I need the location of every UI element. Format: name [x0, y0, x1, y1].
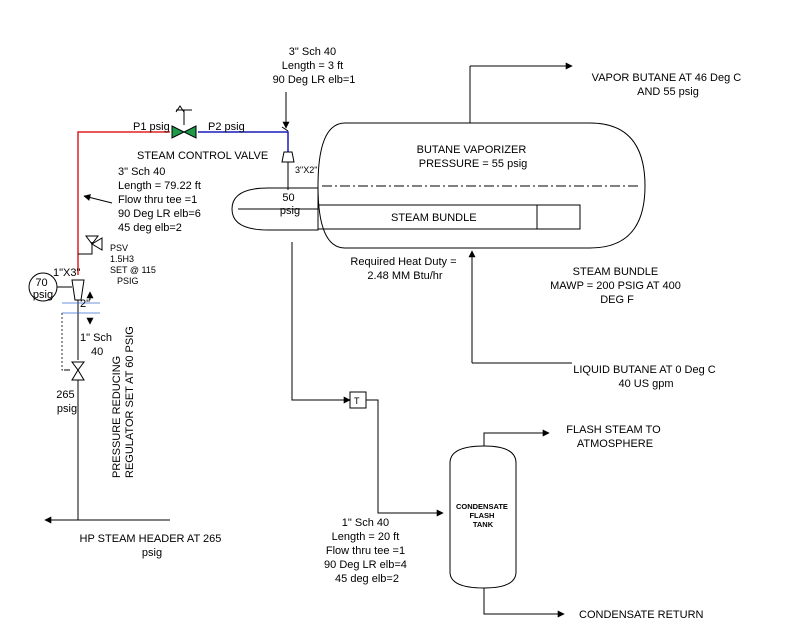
condensate-pipe-spec: 1" Sch 40 Length = 20 ft Flow thru tee =…: [324, 517, 410, 585]
psv-connection: [78, 242, 93, 255]
vapor-butane-label: VAPOR BUTANE AT 46 Deg C AND 55 psig: [592, 72, 745, 98]
gauge-70-label: 70 psig: [33, 277, 53, 301]
psv-valve[interactable]: [85, 235, 99, 245]
condensate-return-label: CONDENSATE RETURN: [579, 609, 704, 621]
reducer-1x3-label: 1"X3": [53, 267, 80, 279]
steam-bundle-spec: STEAM BUNDLE MAWP = 200 PSIG AT 400 DEG …: [550, 266, 684, 306]
steam-control-valve-right[interactable]: [182, 125, 197, 139]
sensing-line: [61, 313, 64, 371]
vaporizer-label: BUTANE VAPORIZER PRESSURE = 55 psig: [417, 144, 530, 170]
condensate-pipe: [291, 242, 351, 404]
red-steam-line: [77, 131, 170, 275]
psv-valve-side[interactable]: [91, 237, 103, 251]
blue-steam-line: [198, 131, 289, 152]
flash-steam-label: FLASH STEAM TO ATMOSPHERE: [566, 424, 663, 450]
two-inch-label: 2": [80, 298, 90, 310]
heat-duty-label: Required Heat Duty = 2.48 MM Btu/hr: [350, 256, 459, 282]
head-pressure-label: 50 psig: [280, 192, 300, 217]
vaporizer-shell[interactable]: [317, 122, 646, 249]
hp-265-label: 265 psig: [56, 389, 77, 415]
reducer-3x2: [281, 151, 295, 163]
one-inch-sch-label: 1" Sch 40: [80, 332, 115, 358]
prv-vertical-label: PRESSURE REDUCING REGULATOR SET AT 60 PS…: [111, 326, 136, 478]
psv-label: PSV 1.5H3 SET @ 115 PSIG: [110, 243, 158, 286]
p1-label: P1 psig: [133, 121, 170, 133]
hp-header-label: HP STEAM HEADER AT 265 psig: [80, 533, 225, 559]
flash-tank-label: CONDENSATE FLASH TANK: [456, 502, 510, 529]
reducer-1x3: [71, 279, 85, 301]
steam-bundle-tubes: [317, 204, 581, 230]
liquid-butane-label: LIQUID BUTANE AT 0 Deg C 40 US gpm: [573, 364, 719, 390]
condensate-pipe-2: [366, 399, 444, 517]
pipe-top-spec: 3" Sch 40 Length = 3 ft 90 Deg LR elb=1: [273, 46, 356, 86]
trap-label: T: [354, 396, 360, 406]
condensate-return-pipe: [483, 588, 565, 618]
prv-valve-top[interactable]: [71, 361, 85, 371]
channel-head[interactable]: [231, 187, 319, 231]
p2-arrow: [281, 126, 289, 132]
steam-control-valve-label: STEAM CONTROL VALVE: [137, 150, 268, 162]
steam-bundle-inner-label: STEAM BUNDLE: [391, 212, 477, 224]
flash-steam-pipe: [483, 429, 550, 446]
flash-tank[interactable]: [449, 445, 517, 589]
pipe-left-spec: 3" Sch 40 Length = 79.22 ft Flow thru te…: [118, 166, 204, 234]
steam-control-valve-left[interactable]: [171, 125, 186, 139]
reducer-3x2-label: 3"X2": [295, 165, 317, 175]
prv-valve-bottom[interactable]: [71, 369, 85, 381]
p2-label: P2 psig: [208, 121, 245, 133]
pipe-label-leader: [83, 194, 113, 204]
valve-actuator-dash: [175, 105, 185, 113]
